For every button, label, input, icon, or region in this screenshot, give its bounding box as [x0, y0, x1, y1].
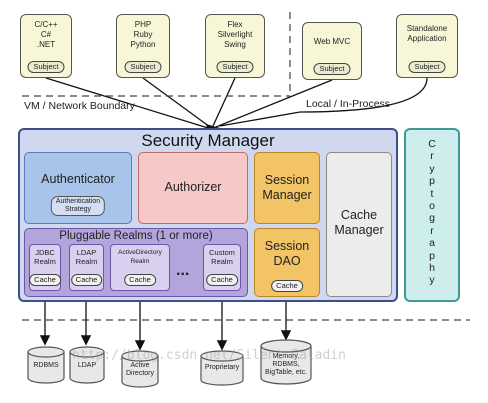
db-proprietary-body — [200, 356, 244, 386]
pluggable-realms-title: Pluggable Realms (1 or more) — [59, 230, 213, 242]
client-cpp-csharp-net: C/C++ C# .NET Subject — [20, 14, 72, 78]
datastore-rdbms: RDBMS — [33, 362, 59, 369]
realm-label: JDBC Realm — [34, 248, 56, 266]
session-manager: Session Manager — [254, 152, 320, 224]
cryptography-letter: r — [430, 150, 434, 163]
realm-label: LDAP Realm — [75, 248, 98, 266]
session-dao-label: Session DAO — [264, 239, 310, 268]
client-arrow-1 — [45, 77, 209, 129]
session-dao-cache: Cache — [271, 280, 303, 292]
cache-manager-label: Cache Manager — [334, 208, 384, 237]
client-label: Web MVC — [313, 37, 351, 46]
cryptography-letter: p — [429, 175, 435, 188]
authenticator-label: Authenticator — [41, 172, 115, 186]
session-dao: Session DAO Cache — [254, 228, 320, 297]
security-manager-title: Security Manager — [141, 131, 275, 150]
client-arrow-5 — [219, 77, 428, 127]
realms-ellipsis: ... — [176, 262, 190, 279]
db-memory-body — [260, 346, 312, 385]
cryptography-letter: y — [429, 274, 435, 287]
client-web-mvc: Web MVC Subject — [302, 22, 362, 80]
db-ad-top — [121, 350, 159, 362]
realm-jdbc: JDBC Realm Cache — [29, 244, 61, 291]
datastore-active-directory: Active Directory — [125, 362, 154, 377]
client-php-ruby-python: PHP Ruby Python Subject — [116, 14, 170, 78]
cryptography-letter: r — [430, 224, 434, 237]
realm-custom: Custom Realm Cache — [203, 244, 241, 291]
subject-badge: Subject — [124, 61, 162, 73]
db-rdbms-top — [27, 346, 65, 358]
datastore-memory-rdbms-bigtable: Memory, RDBMS, BigTable, etc. — [264, 353, 308, 376]
watermark: http://blog.csdn.net/Silent_Paladin — [72, 348, 346, 363]
client-arrow-4 — [215, 79, 333, 128]
realm-cache: Cache — [70, 274, 103, 286]
subject-badge: Subject — [216, 61, 254, 73]
client-arrow-2 — [142, 77, 211, 128]
cache-manager: Cache Manager — [326, 152, 392, 297]
realm-label: Custom Realm — [209, 248, 235, 266]
realm-activedirectory: ActiveDirectory Realm Cache — [110, 244, 170, 291]
subject-badge: Subject — [27, 61, 65, 73]
realm-ldap: LDAP Realm Cache — [69, 244, 104, 291]
authorizer-label: Authorizer — [164, 180, 222, 194]
vm-network-boundary-label: VM / Network Boundary — [24, 100, 135, 112]
authorizer: Authorizer — [138, 152, 248, 224]
db-memory-top — [260, 339, 312, 353]
client-standalone-application: Standalone Application Subject — [396, 14, 458, 78]
authentication-strategy: Authentication Strategy — [50, 196, 106, 216]
db-rdbms-body — [27, 352, 65, 384]
cryptography-letter: o — [429, 200, 435, 213]
realm-cache: Cache — [124, 274, 156, 286]
realm-cache: Cache — [29, 274, 61, 286]
db-ad-body — [121, 356, 159, 388]
client-label: Standalone Application — [406, 24, 448, 43]
datastore-ldap: LDAP — [77, 362, 97, 369]
client-label: C/C++ C# .NET — [34, 20, 58, 49]
cryptography-letter: a — [429, 237, 435, 250]
db-proprietary-top — [200, 350, 244, 362]
client-label: Flex Silverlight Swing — [217, 20, 253, 49]
db-ldap-top — [69, 346, 105, 358]
subject-badge: Subject — [313, 63, 351, 75]
subject-badge: Subject — [408, 61, 446, 73]
cryptography-letter: y — [429, 162, 435, 175]
cryptography-letter: h — [429, 262, 435, 275]
db-ldap-body — [69, 352, 105, 384]
authenticator: Authenticator Authentication Strategy — [24, 152, 132, 224]
session-manager-label: Session Manager — [262, 173, 312, 202]
datastore-proprietary: Proprietary — [204, 364, 240, 371]
cryptography-letter: t — [430, 187, 434, 200]
client-label: PHP Ruby Python — [130, 20, 156, 49]
client-arrow-3 — [212, 77, 236, 127]
client-flex-silverlight-swing: Flex Silverlight Swing Subject — [205, 14, 265, 78]
cryptography-letter: C — [428, 138, 436, 150]
cryptography-letter: p — [429, 249, 435, 262]
local-in-process-label: Local / In-Process — [306, 98, 391, 110]
cryptography-letter: g — [429, 212, 435, 225]
realm-label: ActiveDirectory Realm — [118, 249, 162, 265]
realm-cache: Cache — [206, 274, 238, 286]
